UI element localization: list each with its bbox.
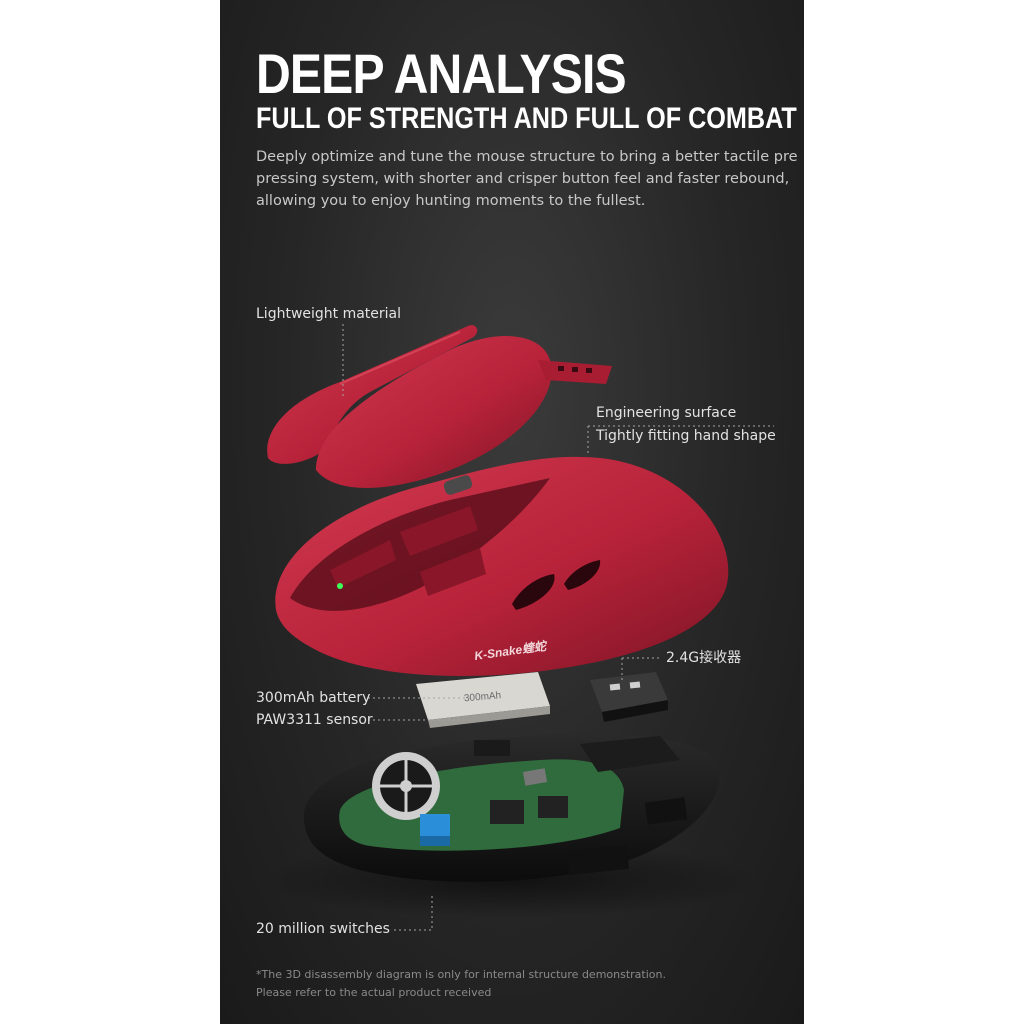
scroll-wheel — [372, 752, 440, 820]
callout-hand-shape: Tightly fitting hand shape — [596, 428, 776, 444]
callout-lightweight-material: Lightweight material — [256, 306, 402, 322]
callout-engineering-surface: Engineering surface — [596, 405, 737, 421]
intro-text: Deeply optimize and tune the mouse struc… — [256, 146, 798, 212]
main-shell: K-Snake蝰蛇 — [275, 456, 729, 676]
subheadline: FULL OF STRENGTH AND FULL OF COMBAT POWE… — [256, 102, 804, 135]
battery: 300mAh — [416, 672, 550, 728]
intro-line: Deeply optimize and tune the mouse struc… — [256, 149, 798, 165]
intro-line: allowing you to enjoy hunting moments to… — [256, 193, 646, 209]
leader-lines — [342, 324, 774, 931]
svg-text:300mAh: 300mAh — [464, 690, 502, 704]
disclaimer-line: Please refer to the actual product recei… — [256, 986, 492, 999]
intro-line: pressing system, with shorter and crispe… — [256, 171, 790, 187]
right-button-shell — [316, 336, 612, 488]
switch-components — [420, 740, 568, 846]
disclaimer-line: *The 3D disassembly diagram is only for … — [256, 968, 666, 981]
callout-switches: 20 million switches — [256, 921, 390, 937]
usb-receiver — [590, 672, 668, 722]
headline: DEEP ANALYSIS — [256, 42, 627, 105]
callout-sensor: PAW3311 sensor — [256, 712, 373, 728]
callout-battery: 300mAh battery — [256, 690, 371, 706]
callout-receiver: 2.4G接收器 — [666, 650, 742, 666]
left-button-shell — [267, 325, 478, 464]
disclaimer: *The 3D disassembly diagram is only for … — [256, 966, 666, 1002]
product-panel: DEEP ANALYSIS FULL OF STRENGTH AND FULL … — [220, 0, 804, 1024]
exploded-mouse-illustration: K-Snake蝰蛇 300mAh — [260, 324, 774, 931]
